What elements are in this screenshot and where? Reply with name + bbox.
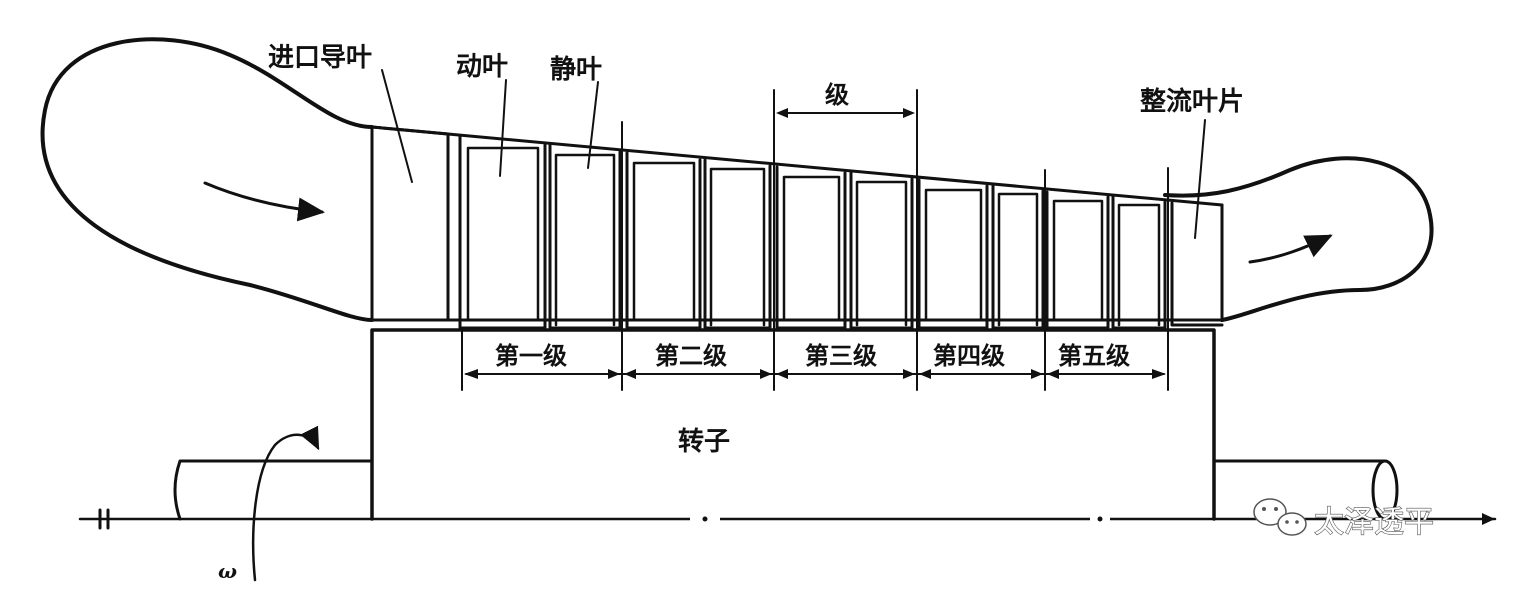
watermark: 太泽透平 (1253, 498, 1435, 541)
stage-dimension-line (776, 108, 915, 118)
inlet-guide-vane-label: 进口导叶 (268, 43, 372, 73)
stage-label: 级 (825, 80, 849, 109)
exhaust-duct (1163, 156, 1434, 322)
watermark-text: 太泽透平 (1314, 505, 1434, 540)
stage-3-label: 第三级 (805, 341, 877, 370)
stage-2-blades (625, 151, 772, 330)
stage-5-blades (1045, 190, 1167, 330)
stator-blade-label: 静叶 (550, 54, 602, 85)
rotor-label: 转子 (678, 427, 730, 457)
stages-dimension-line (464, 369, 1166, 379)
left-shaft (173, 459, 374, 521)
inlet-guide-vane-blade (370, 125, 450, 322)
stage-4-blades (917, 178, 1045, 330)
stage-4-label: 第四级 (933, 341, 1005, 370)
right-shaft (1212, 459, 1399, 521)
stage-boundary-lines (461, 89, 1169, 391)
rotation-arrow (251, 425, 320, 582)
omega-label: ω (218, 559, 237, 583)
rotor-blade-label: 动叶 (456, 52, 508, 82)
stage-1-label: 第一级 (495, 341, 567, 370)
leader-lines (381, 69, 1206, 239)
casing-outline (370, 125, 1224, 322)
outlet-straightener-blade (1170, 201, 1224, 327)
inlet-flow-arrow (203, 181, 325, 222)
stage-3-blades (775, 165, 914, 330)
outlet-straightener-label: 整流叶片 (1140, 86, 1244, 117)
stage-5-label: 第五级 (1058, 341, 1130, 370)
stage-1-blades (458, 135, 622, 330)
stage-2-label: 第二级 (655, 341, 727, 370)
blade-rows (458, 135, 1224, 330)
wechat-icon (1253, 498, 1307, 536)
intake-duct (40, 37, 374, 322)
outlet-flow-arrow (1248, 234, 1333, 264)
rotor-body (370, 328, 1216, 521)
stage-labels: 第一级 第二级 第三级 第四级 第五级 (495, 341, 1130, 370)
